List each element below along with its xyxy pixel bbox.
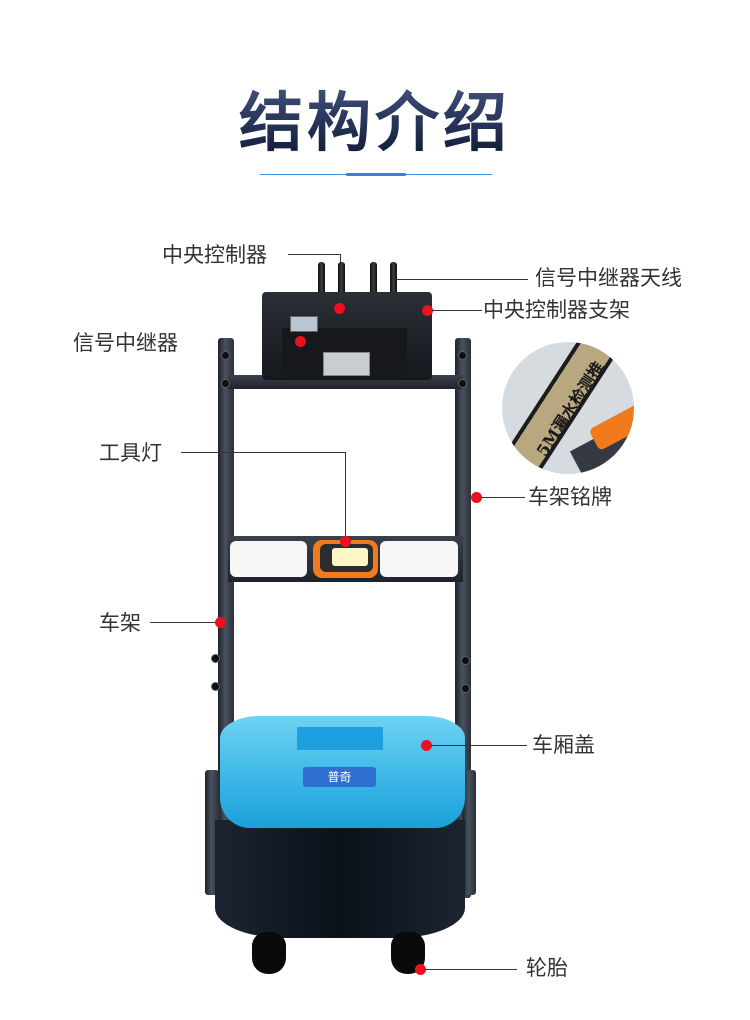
compartment-body bbox=[215, 820, 465, 938]
marker-dot bbox=[415, 964, 426, 975]
leader-line bbox=[396, 279, 528, 280]
leader-line bbox=[432, 310, 482, 311]
marker-dot bbox=[471, 492, 482, 503]
bolt bbox=[462, 657, 469, 664]
title-divider-accent bbox=[346, 173, 406, 176]
marker-dot bbox=[340, 536, 351, 547]
callout-compartment-cover: 车厢盖 bbox=[532, 733, 595, 757]
spec-plate-right bbox=[380, 541, 458, 577]
leader-line bbox=[431, 745, 527, 746]
antenna bbox=[338, 262, 345, 314]
callout-tool-light: 工具灯 bbox=[99, 441, 162, 465]
callout-signal-repeater: 信号中继器 bbox=[73, 331, 178, 355]
wheel-left bbox=[252, 932, 286, 974]
bolt bbox=[212, 683, 219, 690]
bolt bbox=[222, 352, 229, 359]
bolt bbox=[459, 352, 466, 359]
bolt bbox=[459, 380, 466, 387]
leader-line bbox=[150, 622, 216, 623]
marker-dot bbox=[295, 336, 306, 347]
callout-controller-bracket: 中央控制器支架 bbox=[483, 298, 630, 322]
antenna bbox=[370, 262, 377, 314]
callout-signal-repeater-antenna: 信号中继器天线 bbox=[535, 266, 682, 290]
spec-plate-left bbox=[230, 541, 307, 577]
callout-frame: 车架 bbox=[99, 611, 141, 635]
callout-frame-nameplate: 车架铭牌 bbox=[528, 485, 612, 509]
marker-dot bbox=[422, 305, 433, 316]
antenna bbox=[318, 262, 325, 314]
callout-central-controller: 中央控制器 bbox=[162, 243, 267, 267]
bolt bbox=[212, 655, 219, 662]
callout-wheels: 轮胎 bbox=[526, 956, 568, 980]
leader-line bbox=[345, 452, 346, 538]
tool-light-led bbox=[332, 548, 368, 566]
leader-line bbox=[288, 254, 340, 255]
bolt bbox=[222, 380, 229, 387]
cover-logo: 普奇 bbox=[303, 767, 376, 787]
cover-window bbox=[297, 727, 383, 750]
bolt bbox=[462, 685, 469, 692]
marker-dot bbox=[215, 617, 226, 628]
controller-display bbox=[290, 316, 318, 332]
leader-line bbox=[181, 452, 346, 453]
marker-dot bbox=[421, 740, 432, 751]
leader-line bbox=[481, 497, 525, 498]
nameplate-detail-inset: 5M漏水检测推 bbox=[502, 342, 634, 474]
frame-right-lower bbox=[462, 770, 476, 895]
repeater-nameplate bbox=[323, 352, 370, 376]
antenna bbox=[390, 262, 397, 314]
page-title: 结构介绍 bbox=[0, 72, 750, 164]
marker-dot bbox=[334, 303, 345, 314]
leader-line bbox=[425, 969, 517, 970]
leader-line bbox=[340, 254, 341, 306]
